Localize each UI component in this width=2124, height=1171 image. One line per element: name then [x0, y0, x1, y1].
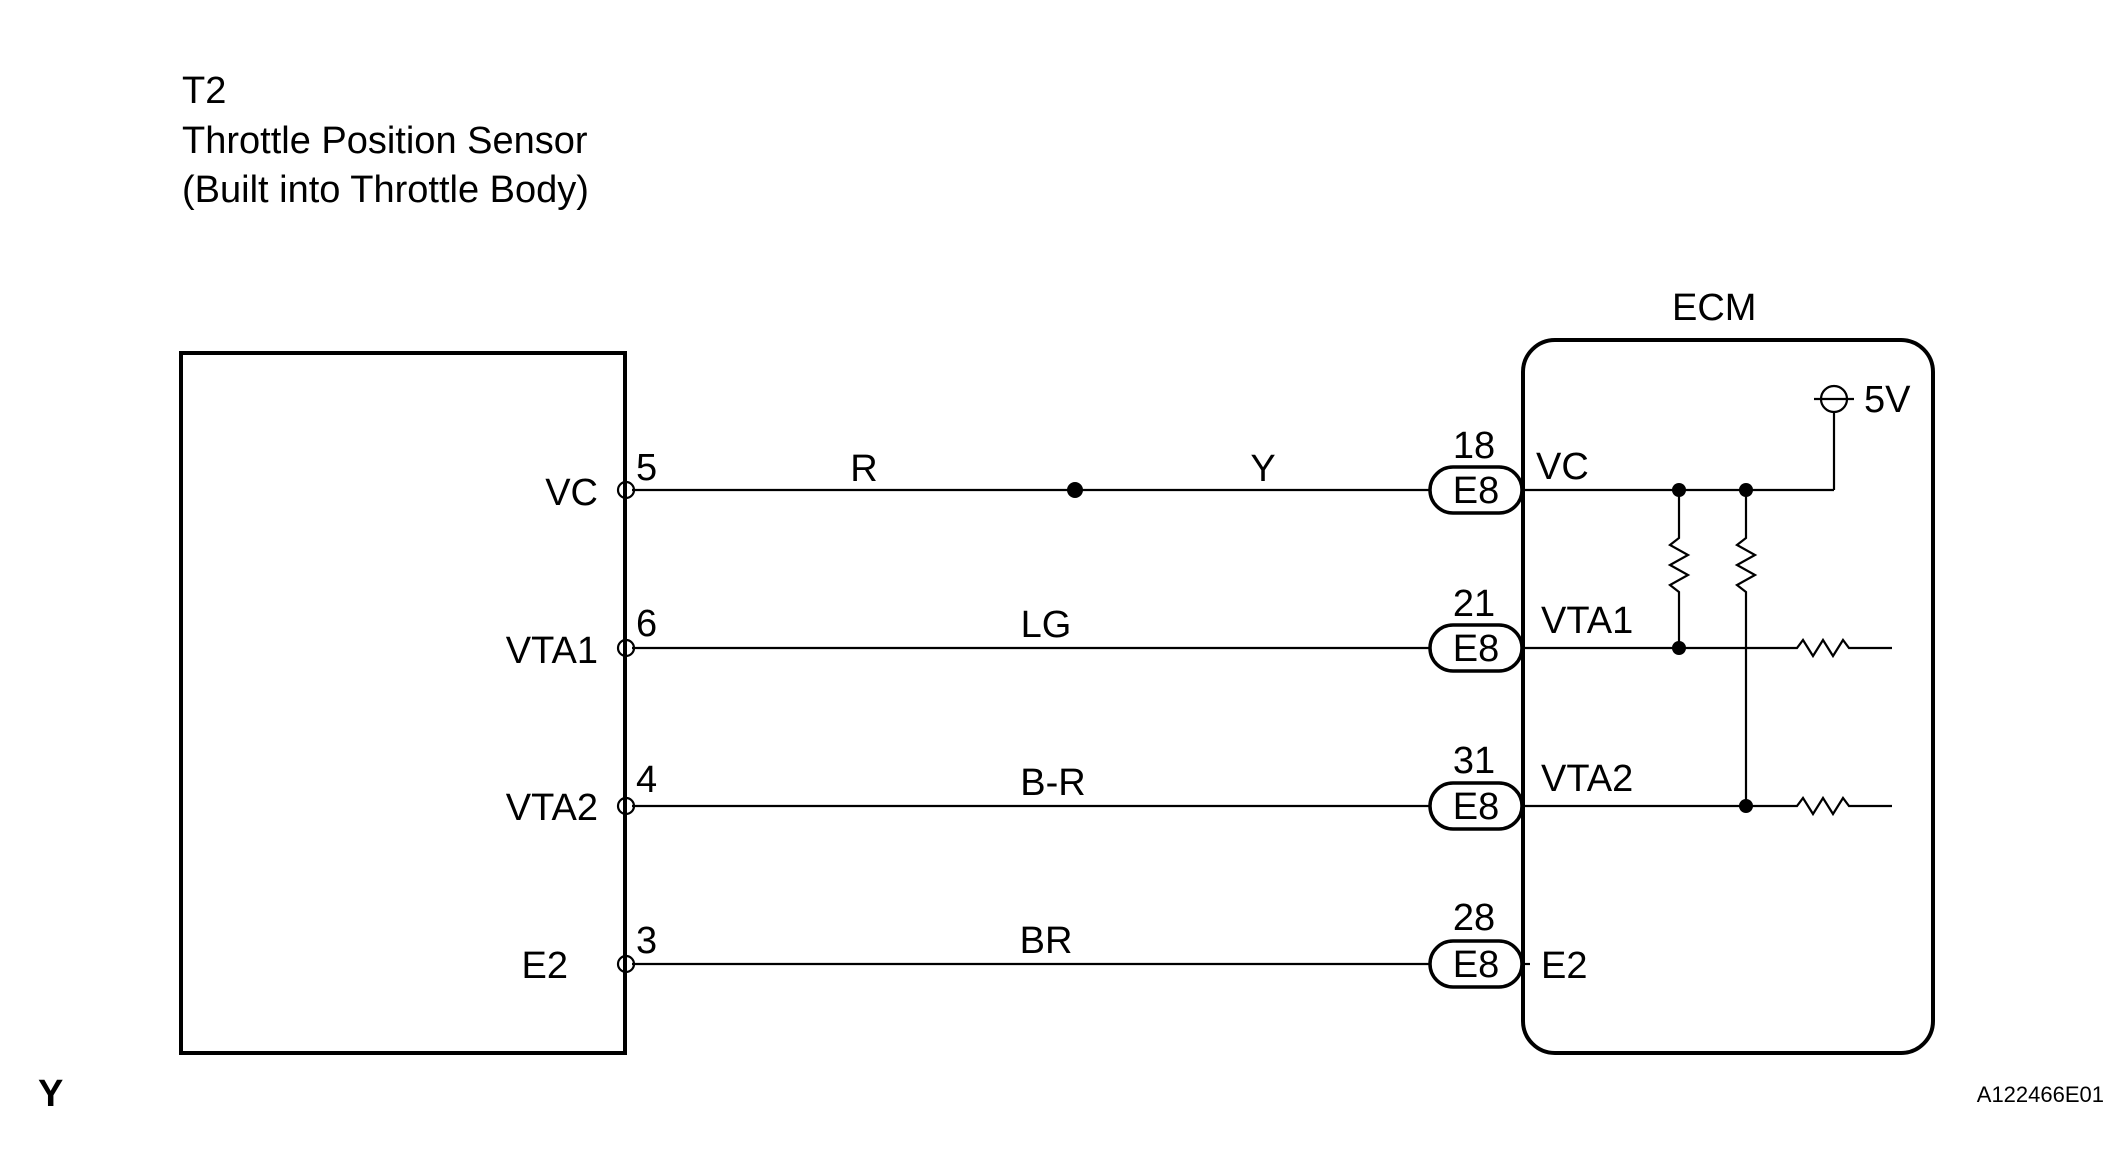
sensor-name: Throttle Position Sensor: [182, 120, 588, 162]
ecm-pin-label-vc: VC: [1536, 446, 1589, 488]
ecm-pin-number-21: 21: [1453, 583, 1495, 625]
ecm-box: [1521, 338, 1935, 1055]
ecm-pin-label-e2: E2: [1541, 945, 1587, 987]
corner-mark: Y: [38, 1073, 63, 1115]
resistor-vta2-pullup: [1734, 490, 1758, 806]
ecm-pin-label-vta2: VTA2: [1541, 758, 1633, 800]
resistor-vta1-pullup: [1667, 490, 1691, 648]
sensor-pin-label-e2: E2: [522, 945, 568, 987]
sensor-pin-label-vta1: VTA1: [506, 630, 598, 672]
connector-e8-vta2-label: E8: [1453, 786, 1499, 828]
wire-color-br: BR: [1020, 920, 1073, 962]
sensor-terminal-e2: [616, 954, 636, 974]
sensor-pin-number-5: 5: [636, 447, 657, 489]
wire-color-y: Y: [1250, 448, 1275, 490]
connector-e8-vc-label: E8: [1453, 470, 1499, 512]
ecm-pin-number-28: 28: [1453, 897, 1495, 939]
sensor-terminal-vta1: [616, 638, 636, 658]
ecm-pin-label-vta1: VTA1: [1541, 600, 1633, 642]
sensor-pin-number-4: 4: [636, 759, 657, 801]
connector-e8-vta1-label: E8: [1453, 628, 1499, 670]
ecm-pin-number-31: 31: [1453, 740, 1495, 782]
sensor-pin-label-vc: VC: [545, 472, 598, 514]
connector-e8-e2-label: E8: [1453, 944, 1499, 986]
sensor-box: [179, 351, 627, 1055]
sensor-pin-number-3: 3: [636, 920, 657, 962]
wire-color-b-r: B-R: [1020, 762, 1085, 804]
figure-code: A122466E01: [1977, 1082, 2104, 1107]
ecm-title: ECM: [1672, 287, 1756, 329]
supply-5v-label: 5V: [1864, 379, 1911, 421]
resistor-vta2-series: [1522, 795, 1892, 817]
sensor-id: T2: [182, 70, 226, 112]
splice-dot: [1067, 482, 1083, 498]
sensor-terminal-vta2: [616, 796, 636, 816]
wire-color-r: R: [850, 448, 877, 490]
sensor-pin-label-vta2: VTA2: [506, 787, 598, 829]
wire-color-lg: LG: [1021, 604, 1072, 646]
sensor-terminal-vc: [616, 480, 636, 500]
ecm-pin-number-18: 18: [1453, 425, 1495, 467]
resistor-vta1-series: [1522, 637, 1892, 659]
sensor-note: (Built into Throttle Body): [182, 169, 589, 211]
sensor-pin-number-6: 6: [636, 603, 657, 645]
